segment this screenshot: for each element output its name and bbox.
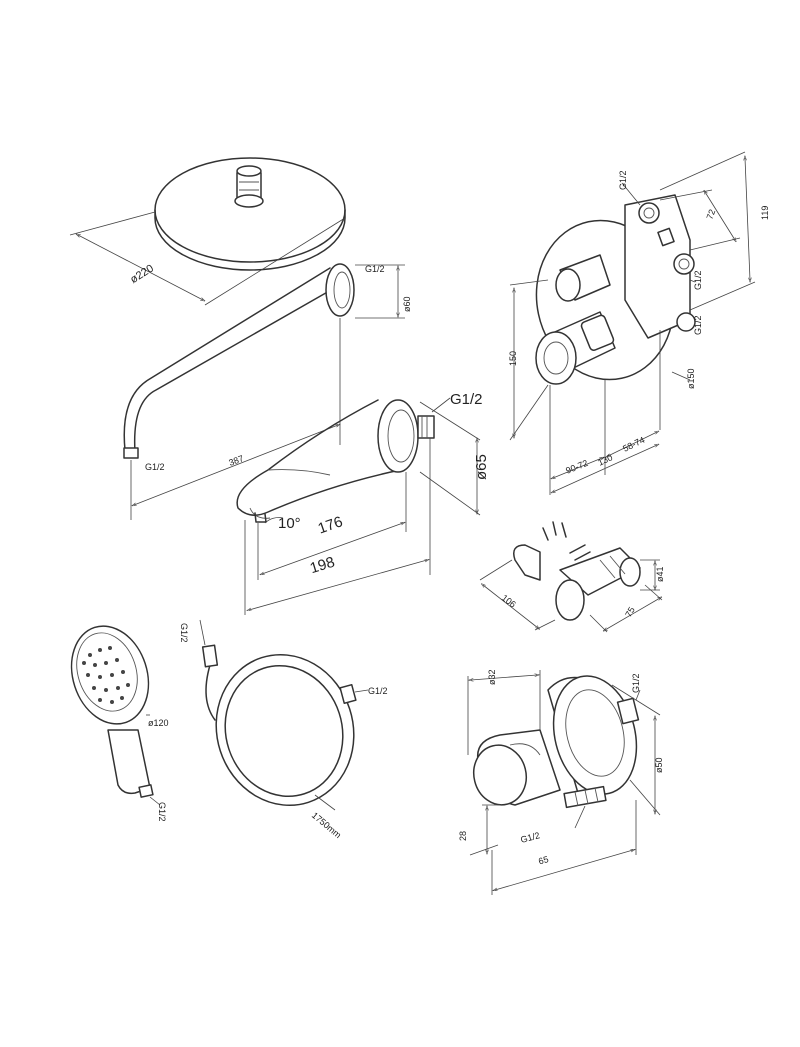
- shower-arm-pipe: [123, 267, 339, 453]
- concealed-valve: [535, 194, 696, 385]
- hose-thread-b-label: G1/2: [368, 686, 388, 696]
- outlet-thread-bottom: [563, 785, 607, 809]
- outlet-height-label: 28: [458, 831, 468, 841]
- arm-thread-label: G1/2: [365, 264, 385, 274]
- hose-length-label: 1750mm: [310, 810, 343, 840]
- wall-outlet: [472, 675, 640, 809]
- thermostat-knob: [535, 331, 577, 385]
- spout-length-inner-label: 176: [316, 513, 345, 537]
- spout-dimensions: G1/2 ø65 10° 176 198: [244, 391, 490, 615]
- valve-inlet-top: [638, 202, 660, 224]
- valve-outlet-low: [676, 312, 696, 332]
- hand-shower-handle: [107, 729, 151, 795]
- outlet-diameter-label: ø50: [654, 757, 664, 773]
- hand-shower-thread: [138, 784, 154, 798]
- holder-base: [555, 579, 585, 621]
- valve-height-label: 119: [760, 206, 770, 220]
- outlet-depth-label: 65: [537, 854, 549, 866]
- hose-thread-a-label: G1/2: [179, 623, 189, 643]
- outlet-dimensions: ø32 G1/2 ø50 28 G1/2 65: [458, 669, 664, 895]
- arm-flange-diameter-label: ø60: [402, 296, 412, 312]
- hose-nut-a: [201, 644, 219, 668]
- head-diameter-label: ø220: [128, 263, 156, 286]
- valve-thread-low-label: G1/2: [693, 315, 703, 335]
- hose-coil-outer: [215, 653, 355, 807]
- outlet-width-label: ø32: [487, 669, 497, 685]
- head-diameter-dimension: ø220: [69, 211, 346, 306]
- spout-body: [236, 399, 401, 516]
- valve-depth-label: 72: [705, 208, 718, 221]
- holder-screws: [542, 521, 567, 541]
- spout-thread: [417, 415, 435, 439]
- hose-coil-inner: [224, 664, 344, 798]
- holder-cradle: [513, 544, 541, 581]
- valve-depth-range-a-label: 90-72: [564, 458, 589, 476]
- hand-shower-thread-label: G1/2: [157, 802, 167, 822]
- valve-depth-range-b-label: 58-74: [621, 435, 646, 454]
- hose-nut-b: [339, 683, 357, 705]
- outlet-rosette: [552, 675, 638, 795]
- outlet-thread-top: [616, 697, 640, 725]
- outlet-thread-bottom-label: G1/2: [519, 830, 540, 845]
- arm-length-label: 387: [227, 453, 245, 468]
- hand-shower-diameter-label: ø120: [148, 718, 169, 728]
- valve-plate-height-label: 150: [508, 351, 518, 366]
- connector-top: [236, 165, 262, 177]
- spout-diameter-label: ø65: [473, 454, 490, 480]
- valve-inlet-mid: [673, 253, 695, 275]
- shower-arm-dimensions: G1/2 ø60 387 G1/2: [130, 264, 412, 520]
- valve-thread-top-label: G1/2: [618, 170, 628, 190]
- spout-angle-label: 10°: [278, 515, 301, 532]
- hose-tail: [205, 664, 216, 721]
- hand-shower: [70, 625, 154, 798]
- arm-end-thread-label: G1/2: [145, 462, 165, 472]
- valve-thread-mid-label: G1/2: [693, 270, 703, 290]
- spout-length-outer-label: 198: [308, 554, 337, 578]
- rain-shower-head: [154, 157, 346, 271]
- bath-spout: [236, 399, 435, 523]
- wall-holder: [513, 521, 641, 621]
- shower-arm-flange: [325, 263, 355, 317]
- holder-depth-label: 75: [623, 605, 637, 619]
- hand-shower-nozzles: [82, 646, 130, 704]
- hand-shower-dimensions: ø120 G1/2: [146, 714, 169, 822]
- outlet-thread-top-label: G1/2: [631, 673, 641, 693]
- shower-arm: [123, 263, 355, 459]
- shower-head-rim: [154, 209, 346, 271]
- holder-diameter-label: ø41: [655, 566, 665, 582]
- outlet-holder-face: [472, 744, 528, 806]
- shower-hose: [201, 644, 357, 807]
- shower-arm-end-thread: [123, 447, 139, 459]
- valve-plate-diameter-label: ø150: [686, 368, 696, 389]
- spout-thread-label: G1/2: [450, 391, 483, 408]
- holder-length-label: 106: [500, 593, 518, 610]
